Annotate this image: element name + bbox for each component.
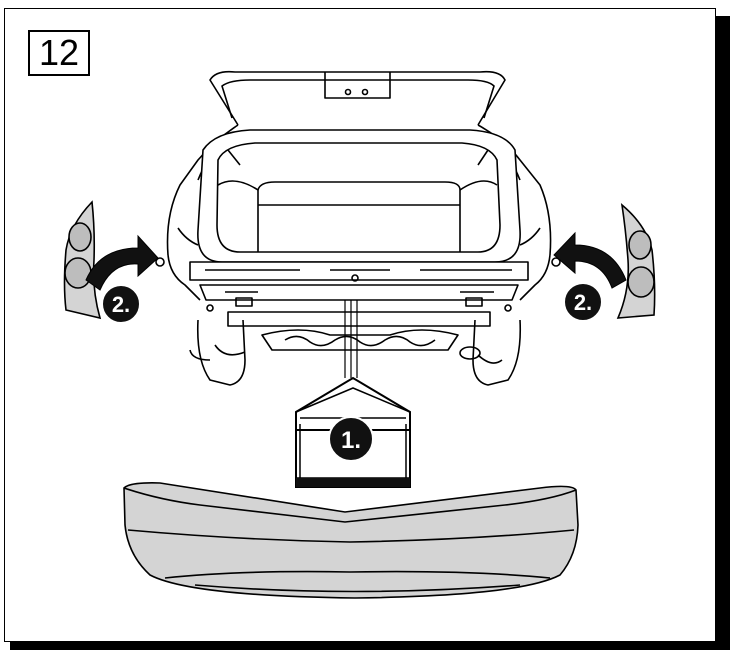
bumper-icon <box>123 482 579 599</box>
step-number-box: 12 <box>28 30 90 76</box>
step-number: 12 <box>38 32 80 73</box>
side-panel-icon <box>616 203 656 319</box>
step-badge-left: 2. <box>101 284 141 324</box>
badge-label-left: 2. <box>112 292 130 317</box>
step-badge-right: 2. <box>563 282 603 322</box>
badge-label-right: 2. <box>574 290 592 315</box>
curved-arrow-icon <box>85 234 159 291</box>
side-panel-icon <box>63 200 102 320</box>
curved-arrow-icon <box>553 231 627 289</box>
car-rear-icon <box>155 70 561 386</box>
step-badge-center: 1. <box>328 416 374 462</box>
badge-label-center: 1. <box>341 427 361 454</box>
